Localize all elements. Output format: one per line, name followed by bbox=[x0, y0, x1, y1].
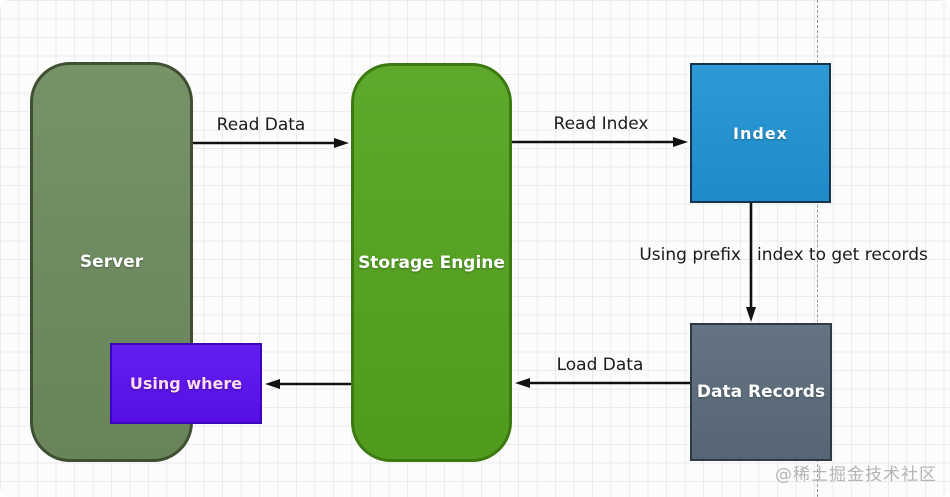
dashed-guide-line bbox=[817, 0, 818, 497]
node-storage-engine-label: Storage Engine bbox=[358, 252, 505, 273]
edge-label-read-index: Read Index bbox=[553, 114, 649, 134]
edge-label-read-data: Read Data bbox=[216, 115, 306, 135]
node-using-where: Using where bbox=[110, 343, 262, 424]
node-index-label: Index bbox=[733, 123, 788, 143]
node-storage-engine: Storage Engine bbox=[351, 63, 512, 462]
node-using-where-label: Using where bbox=[129, 374, 243, 393]
node-index: Index bbox=[690, 63, 831, 203]
watermark-text: @稀土掘金技术社区 bbox=[775, 465, 937, 485]
edge-label-load-data: Load Data bbox=[556, 355, 644, 375]
node-data-records-label: Data Records bbox=[696, 382, 826, 402]
edge-label-index-to-get-records: index to get records bbox=[757, 245, 928, 265]
node-data-records: Data Records bbox=[690, 323, 832, 461]
node-server-label: Server bbox=[79, 252, 144, 272]
edge-label-using-prefix: Using prefix bbox=[639, 245, 741, 265]
